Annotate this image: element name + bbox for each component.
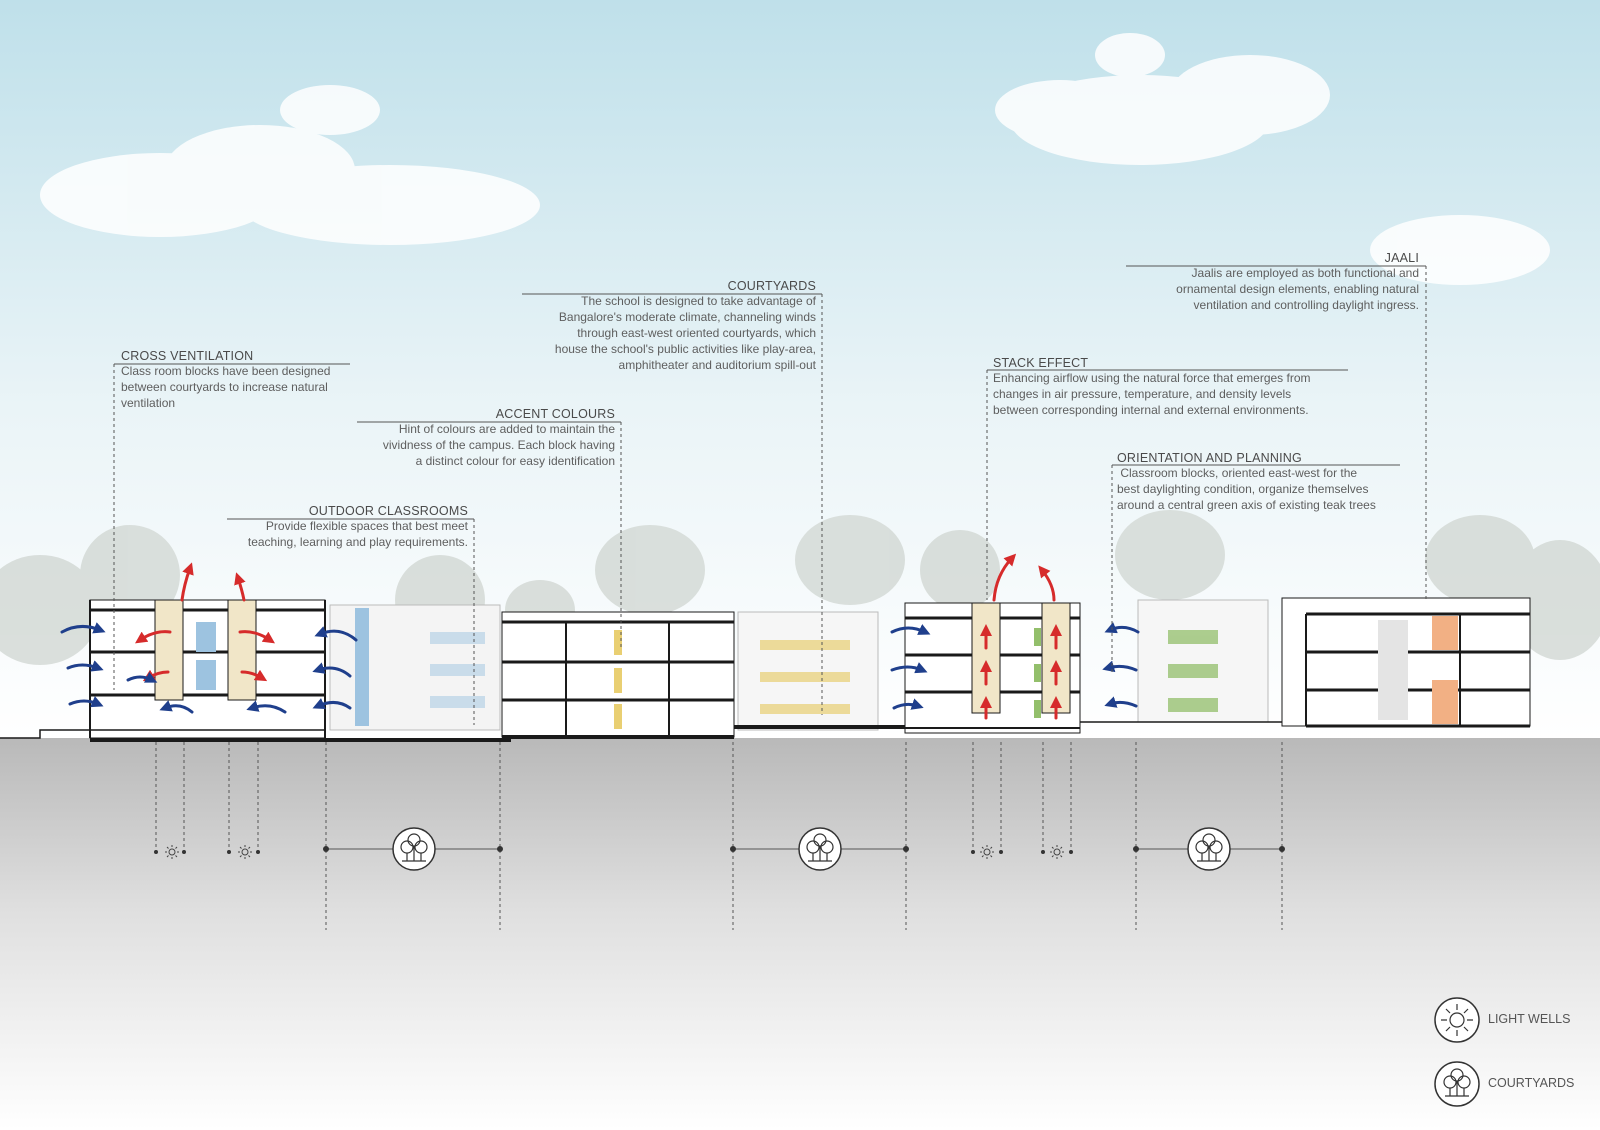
annotation-line: between corresponding internal and exter… — [993, 403, 1309, 417]
legend-light-wells-icon — [1434, 997, 1480, 1043]
annotation-line: amphitheater and auditorium spill-out — [618, 358, 816, 372]
light-well-4 — [1041, 602, 1071, 714]
annotation-body: Enhancing airflow using the natural forc… — [993, 370, 1353, 418]
hot-air-arrows — [135, 553, 1062, 720]
annotation-line: Enhancing airflow using the natural forc… — [993, 371, 1311, 385]
cool-air-arrows — [60, 622, 1140, 714]
legend-light-wells-label: LIGHT WELLS — [1488, 1012, 1571, 1026]
annotation-line: changes in air pressure, temperature, an… — [993, 387, 1292, 401]
annotation-line: Class room blocks have been designed — [121, 364, 331, 378]
annotation-line: ventilation — [121, 396, 176, 410]
clouds — [40, 33, 1550, 285]
annotation-line: vividness of the campus. Each block havi… — [382, 438, 615, 452]
annotation-title: JAALI — [1384, 251, 1419, 265]
annotation-line: best daylighting condition, organize the… — [1117, 482, 1369, 496]
annotation-body: Jaalis are employed as both functional a… — [1110, 265, 1419, 313]
annotation-cross-ventilation: CROSS VENTILATION Class room blocks have… — [121, 349, 361, 411]
annotation-line: through east-west oriented courtyards, w… — [577, 326, 816, 340]
sun-icon — [165, 845, 1064, 859]
annotation-outdoor-classrooms: OUTDOOR CLASSROOMS Provide flexible spac… — [200, 504, 468, 550]
annotation-line: The school is designed to take advantage… — [581, 294, 816, 308]
light-well-2 — [227, 599, 257, 701]
annotation-line: ornamental design elements, enabling nat… — [1176, 282, 1419, 296]
light-well-3 — [971, 602, 1001, 714]
annotation-title: ACCENT COLOURS — [495, 407, 615, 421]
annotation-title: COURTYARDS — [727, 279, 816, 293]
dimension-dots — [154, 846, 1285, 854]
annotation-line: Provide flexible spaces that best meet — [265, 519, 468, 533]
legend-courtyards-icon — [1434, 1061, 1480, 1107]
light-well-1 — [154, 599, 184, 701]
annotation-body: Classroom blocks, oriented east-west for… — [1117, 465, 1417, 513]
annotation-title: STACK EFFECT — [993, 356, 1089, 370]
annotation-line: Jaalis are employed as both functional a… — [1191, 266, 1419, 280]
annotation-line: between courtyards to increase natural — [121, 380, 328, 394]
annotation-title: CROSS VENTILATION — [121, 349, 254, 363]
tree-icon — [392, 827, 1231, 871]
annotation-courtyards: COURTYARDS The school is designed to tak… — [500, 279, 816, 373]
annotation-title: ORIENTATION AND PLANNING — [1117, 451, 1302, 465]
ground — [0, 738, 1600, 1130]
annotation-accent-colours: ACCENT COLOURS Hint of colours are added… — [330, 407, 615, 469]
annotation-line: a distinct colour for easy identificatio… — [415, 454, 615, 468]
dimension-lines — [155, 742, 1283, 930]
annotation-line: around a central green axis of existing … — [1117, 498, 1376, 512]
annotation-line: Classroom blocks, oriented east-west for… — [1117, 466, 1358, 480]
annotation-line: house the school's public activities lik… — [554, 342, 816, 356]
annotation-line: Hint of colours are added to maintain th… — [398, 422, 615, 436]
annotation-body: Provide flexible spaces that best meet t… — [200, 518, 468, 550]
annotation-body: The school is designed to take advantage… — [500, 293, 816, 373]
annotation-body: Class room blocks have been designed bet… — [121, 363, 361, 411]
annotation-stack-effect: STACK EFFECT Enhancing airflow using the… — [993, 356, 1353, 418]
leader-lines — [113, 265, 1427, 725]
annotation-body: Hint of colours are added to maintain th… — [330, 421, 615, 469]
annotation-line: teaching, learning and play requirements… — [247, 535, 468, 549]
annotation-orientation-planning: ORIENTATION AND PLANNING Classroom block… — [1117, 451, 1417, 513]
annotation-line: ventilation and controlling daylight ing… — [1193, 298, 1419, 312]
annotation-jaali: JAALI Jaalis are employed as both functi… — [1110, 251, 1419, 313]
legend-courtyards-label: COURTYARDS — [1488, 1076, 1575, 1090]
annotation-title: OUTDOOR CLASSROOMS — [308, 504, 468, 518]
building-section — [0, 597, 1531, 742]
annotation-line: Bangalore's moderate climate, channeling… — [558, 310, 816, 324]
